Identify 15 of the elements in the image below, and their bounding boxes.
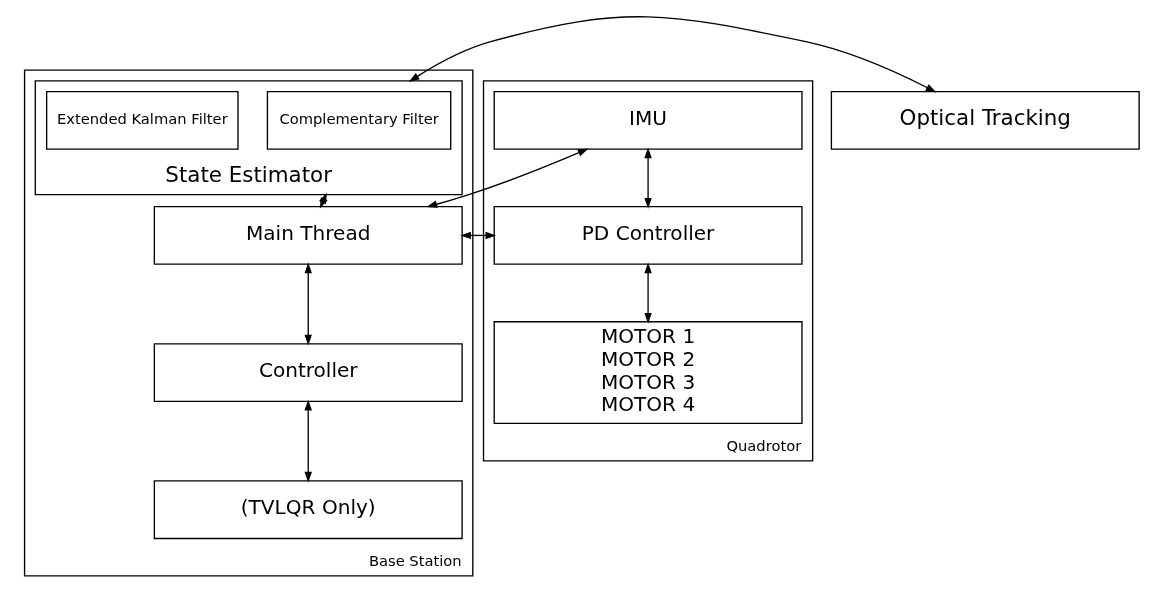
node-box: IMU <box>493 90 803 150</box>
node-box: Main Thread <box>153 205 463 265</box>
arrow <box>644 262 652 324</box>
node-box: (TVLQR Only) <box>153 479 463 539</box>
arrow <box>304 399 312 483</box>
node-box: MOTOR 1 MOTOR 2 MOTOR 3 MOTOR 4 <box>493 320 803 424</box>
node-box: PD Controller <box>493 205 803 265</box>
node-box: Controller <box>153 342 463 402</box>
arrow <box>426 147 589 208</box>
arrow <box>408 15 937 92</box>
arrow <box>304 262 312 345</box>
node-box: Optical Tracking <box>830 90 1140 150</box>
node-box: Extended Kalman Filter <box>46 90 239 150</box>
arrow <box>644 146 652 209</box>
node-box: Complementary Filter <box>266 90 452 150</box>
